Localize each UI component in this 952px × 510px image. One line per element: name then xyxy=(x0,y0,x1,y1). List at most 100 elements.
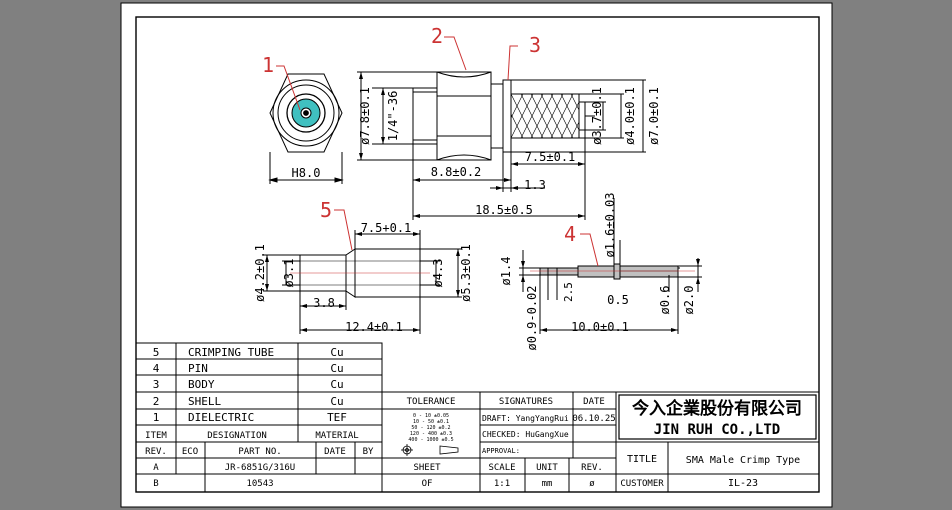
title-block: 今入企業股份有限公司 JIN RUH CO.,LTD TITLE SMA Mal… xyxy=(620,398,802,489)
part-designation: PIN xyxy=(188,362,208,375)
dim-side-len75: 7.5±0.1 xyxy=(525,150,576,164)
dim-pin-len25: 2.5 xyxy=(562,282,575,302)
partno-header: PART NO. xyxy=(238,447,281,457)
customer-value: IL-23 xyxy=(728,478,758,489)
tolerance-title: TOLERANCE xyxy=(407,397,456,407)
dim-tube-len38: 3.8 xyxy=(313,296,335,310)
revision-block: REV. ECO PART NO. DATE BY A JR-6851G/316… xyxy=(145,447,374,489)
table-grid xyxy=(135,342,820,493)
tolerance-line: 400 - 1000 ±0.5 xyxy=(408,437,453,443)
pin-view xyxy=(519,198,702,334)
dim-side-d40: ø4.0±0.1 xyxy=(623,87,637,145)
title-value: SMA Male Crimp Type xyxy=(686,455,800,466)
part-material: TEF xyxy=(327,411,347,424)
part-designation: BODY xyxy=(188,378,215,391)
customer-label: CUSTOMER xyxy=(620,479,664,489)
header-designation: DESIGNATION xyxy=(207,431,267,441)
scale-label: SCALE xyxy=(488,463,515,473)
callout-1: 1 xyxy=(262,53,274,77)
part-item: 3 xyxy=(153,378,160,391)
tolerance-line: 10 - 50 ±0.1 xyxy=(413,419,449,425)
dim-side-d70: ø7.0±0.1 xyxy=(647,87,661,145)
rev-label: REV. xyxy=(581,463,603,473)
rev-sheet-value: ø xyxy=(589,479,595,489)
unit-label: UNIT xyxy=(536,463,558,473)
sheet-info: SHEET OF SCALE 1:1 UNIT mm REV. ø xyxy=(413,463,602,489)
dim-tube-d53: ø5.3±0.1 xyxy=(459,244,473,302)
pin-arrows xyxy=(521,259,700,332)
dim-side-thread: 1/4"-36 xyxy=(386,91,400,142)
sheet-label: SHEET xyxy=(413,463,441,473)
knurl-pattern xyxy=(510,93,580,139)
paper xyxy=(120,2,833,508)
part-item: 5 xyxy=(153,346,160,359)
dim-pin-len100: 10.0±0.1 xyxy=(571,320,629,334)
part-item: 4 xyxy=(153,362,160,375)
callout-4: 4 xyxy=(564,222,576,246)
dim-tube-d42: ø4.2±0.1 xyxy=(253,244,267,302)
rev-value: A xyxy=(153,463,159,473)
callout-5: 5 xyxy=(320,198,332,222)
part-item: 2 xyxy=(153,395,160,408)
part-material: Cu xyxy=(330,395,343,408)
callout-3: 3 xyxy=(529,33,541,57)
company-name-chinese: 今入企業股份有限公司 xyxy=(632,398,802,419)
dim-side-len88: 8.8±0.2 xyxy=(431,165,482,179)
dim-pin-d09: ø0.9-0.02 xyxy=(525,285,539,350)
date-header: DATE xyxy=(324,447,346,457)
part-designation: CRIMPING TUBE xyxy=(188,346,274,359)
tolerance-line: 0 - 10 ±0.05 xyxy=(413,413,449,419)
dim-side-d78: ø7.8±0.1 xyxy=(358,87,372,145)
dim-pin-d14: ø1.4 xyxy=(499,257,513,286)
approval: APPROVAL: xyxy=(482,447,520,455)
scale-value: 1:1 xyxy=(494,479,510,489)
part-designation: SHELL xyxy=(188,395,221,408)
by-header: BY xyxy=(363,447,374,457)
side-arrows xyxy=(359,72,585,218)
dim-pin-d16: ø1.6±0.03 xyxy=(603,192,617,257)
checked-by: CHECKED: HuGangXue xyxy=(482,430,569,439)
draft-by: DRAFT: YangYangRui xyxy=(482,414,569,423)
partno-value: JR-6851G/316U xyxy=(225,463,295,473)
dim-side-len185: 18.5±0.5 xyxy=(475,203,533,217)
header-item: ITEM xyxy=(145,431,167,441)
signatures-block: SIGNATURES DATE DRAFT: YangYangRui CHECK… xyxy=(482,397,616,455)
date-title: DATE xyxy=(583,397,605,407)
dim-tube-len124: 12.4±0.1 xyxy=(345,320,403,334)
part-material: Cu xyxy=(330,378,343,391)
dim-tube-d31: ø3.1 xyxy=(282,259,296,288)
dim-pin-len05: 0.5 xyxy=(607,293,629,307)
rev-header: REV. xyxy=(145,447,167,457)
partno-value: 10543 xyxy=(246,479,273,489)
tolerance-line: 50 - 120 ±0.2 xyxy=(411,425,450,431)
company-box xyxy=(618,394,817,440)
company-name-english: JIN RUH CO.,LTD xyxy=(654,422,780,438)
eco-header: ECO xyxy=(182,447,198,457)
sheet-value: OF xyxy=(422,479,433,489)
projection-symbol-icon xyxy=(401,444,459,456)
side-view xyxy=(357,71,646,220)
tube-view xyxy=(263,230,462,334)
parts-list: 5 CRIMPING TUBE Cu 4 PIN Cu 3 BODY Cu 2 … xyxy=(145,346,359,441)
part-item: 1 xyxy=(153,411,160,424)
signatures-title: SIGNATURES xyxy=(499,397,553,407)
dim-side-len13: 1.3 xyxy=(524,178,546,192)
callout-2: 2 xyxy=(431,24,443,48)
title-label: TITLE xyxy=(627,454,657,465)
tube-arrows xyxy=(265,232,460,332)
dim-hex-width: H8.0 xyxy=(292,166,321,180)
part-material: Cu xyxy=(330,346,343,359)
callout-leaders xyxy=(276,36,599,267)
part-designation: DIELECTRIC xyxy=(188,411,254,424)
tolerance-block: TOLERANCE 0 - 10 ±0.05 10 - 50 ±0.1 50 -… xyxy=(401,397,459,456)
rev-value: B xyxy=(153,479,158,489)
dim-tube-d43: ø4.3 xyxy=(431,259,445,288)
dim-tube-len75: 7.5+0.1 xyxy=(361,221,412,235)
unit-value: mm xyxy=(542,479,553,489)
dim-side-d37: ø3.7±0.1 xyxy=(590,87,604,145)
part-material: Cu xyxy=(330,362,343,375)
dim-pin-d06: ø0.6 xyxy=(658,286,672,315)
header-material: MATERIAL xyxy=(315,431,358,441)
dim-pin-d20: ø2.0 xyxy=(682,286,696,315)
